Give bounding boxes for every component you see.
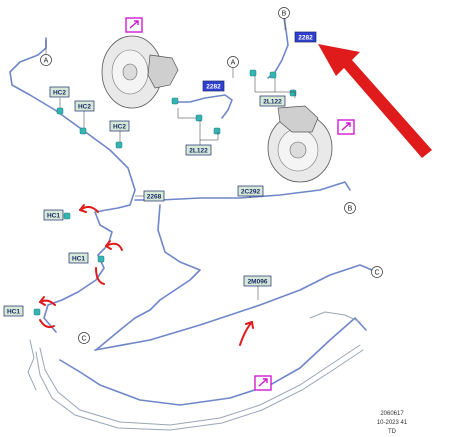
disc-right-hub xyxy=(289,141,307,159)
leader xyxy=(177,108,196,119)
brake-pipes xyxy=(9,17,373,406)
label-text: HC1 xyxy=(47,213,60,220)
label-text: HC2 xyxy=(113,124,126,131)
label-2l122-mid: 2L122 xyxy=(185,144,212,156)
circle-text: B xyxy=(348,206,353,213)
pipe-rear-axle xyxy=(59,317,367,406)
brake-disc-right xyxy=(267,105,333,183)
leader xyxy=(274,78,296,98)
fitting xyxy=(269,71,277,79)
label-hc2-b: HC2 xyxy=(74,100,95,112)
leader xyxy=(254,76,275,93)
circle-text: A xyxy=(44,58,49,65)
fitting xyxy=(97,255,105,263)
bundle-line-3 xyxy=(27,339,37,391)
fitting xyxy=(63,212,71,220)
bundle-line-2 xyxy=(35,349,364,431)
magenta-arrow-box-icon xyxy=(254,375,272,391)
label-text: HC1 xyxy=(7,309,20,316)
magenta-arrow-box-icon xyxy=(125,17,143,33)
label-dark-right: 2282 xyxy=(294,31,317,43)
label-text: 2C292 xyxy=(241,189,261,196)
brake-disc-left xyxy=(101,35,179,109)
pipe-mid xyxy=(134,181,351,201)
disc-left-hub xyxy=(122,63,138,81)
label-dark-left: 2282 xyxy=(202,80,225,92)
magenta-arrow-box-icon xyxy=(337,119,355,135)
bundle-line-1 xyxy=(39,344,361,426)
fittings xyxy=(33,69,297,316)
label-hc2-a: HC2 xyxy=(49,86,70,98)
bundle-line-4 xyxy=(309,311,361,323)
pipe-left-main xyxy=(9,37,136,333)
leader xyxy=(200,132,219,141)
circle-text: A xyxy=(231,60,236,67)
circle-a-top-mid: A xyxy=(227,56,239,68)
red-arrow-icon xyxy=(239,321,254,346)
circle-c-left: C xyxy=(78,332,90,344)
label-2l122-right: 2L122 xyxy=(259,95,286,107)
footer-code: 2060617 xyxy=(380,411,404,417)
label-hc1-b: HC1 xyxy=(68,252,89,264)
label-text: 2L122 xyxy=(263,99,282,106)
fitting xyxy=(33,308,41,316)
circle-a-top-left: A xyxy=(40,54,52,66)
red-arrow-icon xyxy=(39,296,56,329)
fitting xyxy=(56,107,64,115)
circle-c-right: C xyxy=(371,266,383,278)
circle-b-top-right: B xyxy=(278,7,290,19)
fitting xyxy=(195,114,203,122)
label-text: HC2 xyxy=(53,90,66,97)
red-arrow-icon xyxy=(79,204,99,213)
circle-refs: A A B B C C xyxy=(40,7,383,344)
fitting xyxy=(115,141,123,149)
fitting xyxy=(79,127,87,135)
label-hc1-a: HC1 xyxy=(43,209,64,221)
label-text: 2282 xyxy=(206,84,221,91)
circle-text: B xyxy=(282,11,287,18)
fitting xyxy=(289,89,297,97)
label-hc1-c: HC1 xyxy=(3,305,24,317)
footer-date: 10-2023 41 xyxy=(377,420,408,426)
pipe-front-hose-left xyxy=(177,94,233,119)
footer: 2060617 10-2023 41 TD xyxy=(377,411,408,435)
label-text: 2L122 xyxy=(189,148,208,155)
caliper-left xyxy=(147,54,179,89)
label-text: 2268 xyxy=(147,194,162,201)
footer-initials: TD xyxy=(388,429,397,435)
label-text: 2282 xyxy=(298,35,313,42)
caliper-right xyxy=(277,105,319,133)
pipe-bundle xyxy=(27,311,364,431)
label-hc2-c: HC2 xyxy=(109,120,130,132)
red-curved-arrows xyxy=(39,204,254,346)
label-2c292: 2C292 xyxy=(237,185,264,197)
circle-text: C xyxy=(81,336,86,343)
red-arrow-icon xyxy=(95,240,123,285)
pipe-mid-branch xyxy=(95,204,201,351)
label-text: HC2 xyxy=(78,104,91,111)
code-labels: HC2 HC2 HC2 HC1 HC1 HC1 2268 2C292 xyxy=(3,31,317,317)
circle-text: C xyxy=(374,270,379,277)
label-text: HC1 xyxy=(72,256,85,263)
fitting xyxy=(249,69,257,77)
fitting xyxy=(171,97,179,105)
circle-b-mid-right: B xyxy=(344,202,356,214)
label-2268: 2268 xyxy=(143,190,165,202)
label-text: 2M096 xyxy=(248,279,268,286)
fitting xyxy=(213,127,221,135)
label-2m096: 2M096 xyxy=(243,275,272,287)
pipe-2m096 xyxy=(94,264,373,351)
big-red-arrow-icon xyxy=(318,44,432,158)
magenta-markers xyxy=(125,17,355,391)
